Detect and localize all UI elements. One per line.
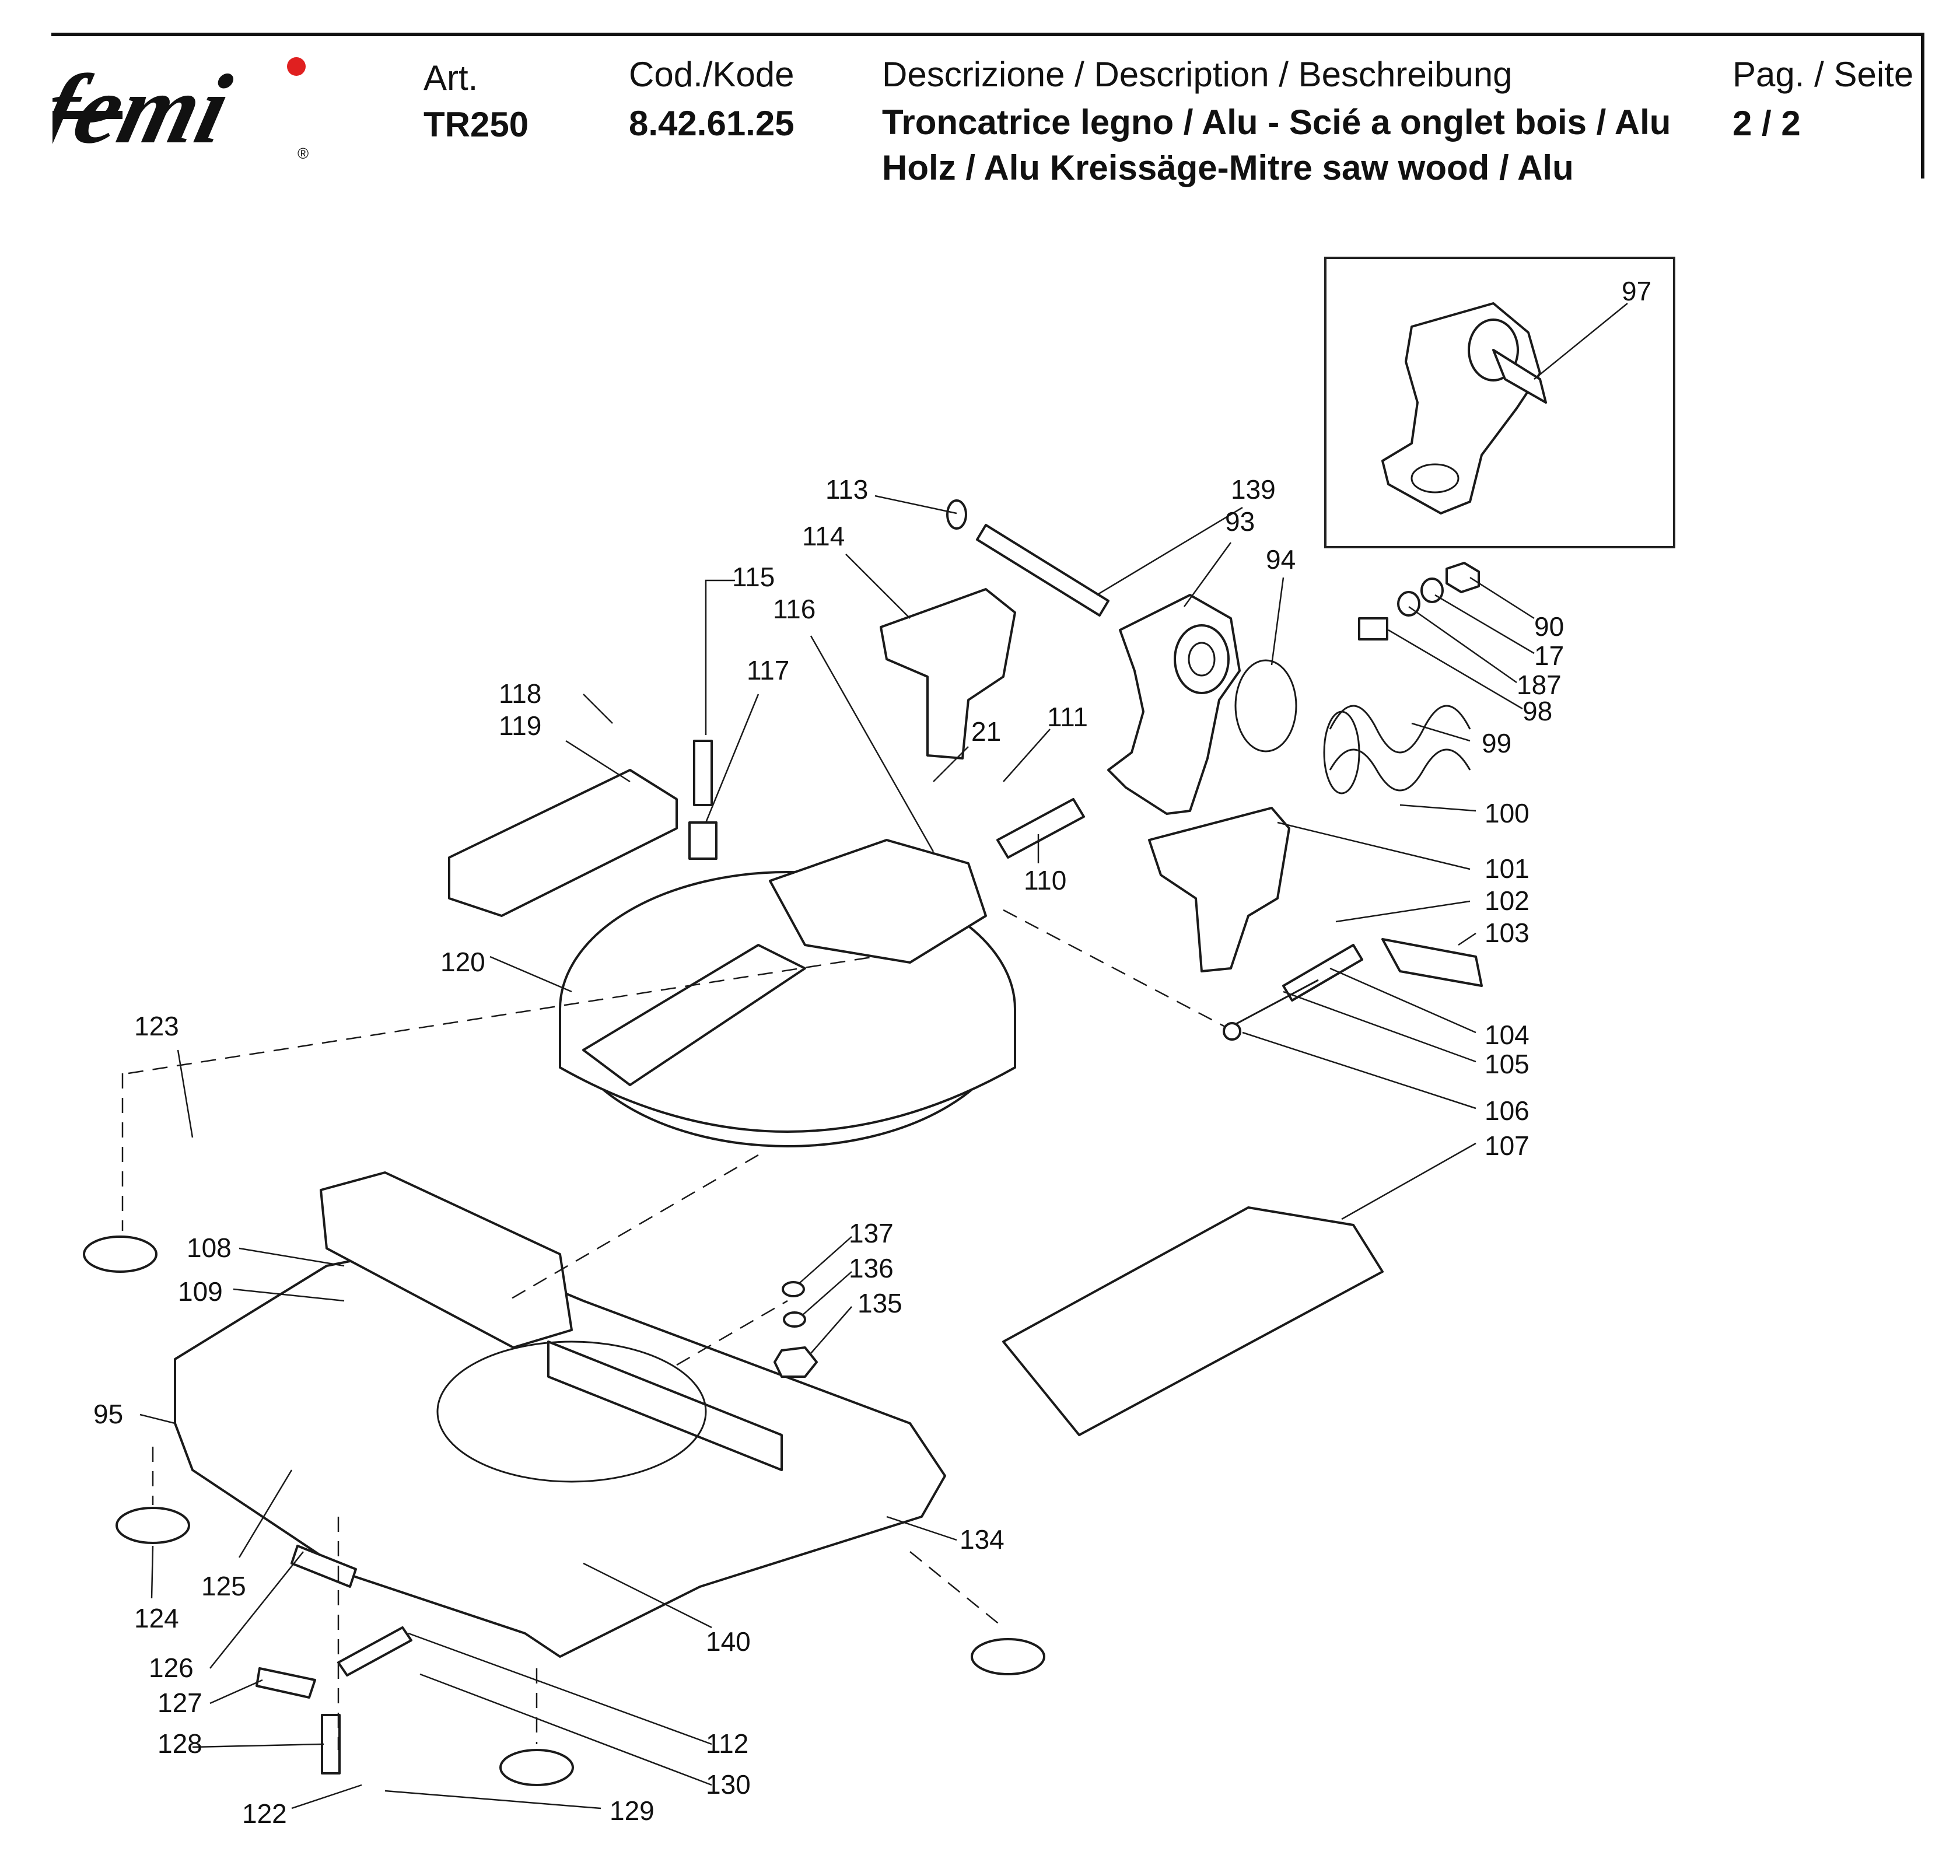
callout-125: 125 xyxy=(201,1571,246,1601)
logo-wordmark: femi xyxy=(52,55,240,160)
callout-129: 129 xyxy=(610,1796,654,1826)
logo-dot-icon xyxy=(287,57,306,76)
art-value: TR250 xyxy=(424,105,529,144)
callout-103: 103 xyxy=(1485,918,1530,948)
part-17-washer xyxy=(1420,578,1444,603)
callout-130: 130 xyxy=(706,1769,751,1800)
header-rule xyxy=(51,33,1924,36)
callout-122: 122 xyxy=(242,1798,287,1829)
callout-119: 119 xyxy=(499,710,541,741)
code-value: 8.42.61.25 xyxy=(629,104,794,143)
callout-17: 17 xyxy=(1534,640,1564,671)
description-line-1: Troncatrice legno / Alu - Scié a onglet … xyxy=(882,103,1671,142)
callout-139: 139 xyxy=(1231,474,1276,505)
part-139-shaft xyxy=(946,499,1110,617)
part-135-nut xyxy=(774,1346,818,1378)
page-label: Pag. / Seite xyxy=(1732,55,1914,94)
callout-97: 97 xyxy=(1622,276,1651,306)
callout-123: 123 xyxy=(134,1011,179,1041)
part-128-pin xyxy=(321,1714,341,1774)
part-127-knob xyxy=(256,1667,316,1699)
part-114-plate xyxy=(880,588,1016,760)
callout-117: 117 xyxy=(747,655,789,685)
callout-105: 105 xyxy=(1485,1049,1530,1079)
callout-90: 90 xyxy=(1534,611,1564,642)
part-106-nut xyxy=(1223,1022,1241,1041)
callout-116: 116 xyxy=(773,594,816,624)
part-136-washer xyxy=(783,1311,806,1328)
callout-102: 102 xyxy=(1485,886,1530,916)
part-117-sleeve xyxy=(688,821,718,860)
part-94-ring xyxy=(1234,659,1297,752)
part-101-plate xyxy=(1148,807,1290,972)
part-119-fence xyxy=(448,769,678,917)
callout-140: 140 xyxy=(706,1626,751,1657)
callout-115: 115 xyxy=(732,562,775,592)
callout-99: 99 xyxy=(1482,728,1511,758)
part-97-bracket xyxy=(1381,302,1547,514)
callout-93: 93 xyxy=(1225,506,1255,537)
part-90-nut xyxy=(1446,562,1480,593)
callout-137: 137 xyxy=(849,1218,894,1248)
art-label: Art. xyxy=(424,58,478,97)
callout-95: 95 xyxy=(93,1399,123,1429)
svg-text:®: ® xyxy=(298,145,309,160)
callout-108: 108 xyxy=(187,1233,232,1263)
callout-136: 136 xyxy=(849,1253,894,1283)
callout-134: 134 xyxy=(960,1524,1005,1555)
part-107-tray xyxy=(1002,1206,1384,1436)
part-137-washer xyxy=(782,1281,805,1297)
callout-94: 94 xyxy=(1266,544,1296,575)
callout-98: 98 xyxy=(1522,696,1552,726)
callout-135: 135 xyxy=(858,1288,902,1318)
callout-101: 101 xyxy=(1485,853,1530,884)
callout-111: 111 xyxy=(1047,702,1088,732)
callout-106: 106 xyxy=(1485,1096,1530,1126)
callout-124: 124 xyxy=(134,1603,179,1633)
callout-109: 109 xyxy=(178,1276,223,1307)
callout-114: 114 xyxy=(802,521,845,551)
callout-113: 113 xyxy=(825,474,868,505)
inset-box-part-97 xyxy=(1324,257,1675,548)
callout-120: 120 xyxy=(440,947,485,977)
part-93-bracket xyxy=(1107,594,1241,815)
part-99-spring xyxy=(1323,705,1471,794)
part-103-handle xyxy=(1381,938,1483,987)
callout-110: 110 xyxy=(1024,865,1066,895)
callout-118: 118 xyxy=(499,678,541,709)
part-120-turntable xyxy=(559,839,1016,1147)
callout-100: 100 xyxy=(1485,798,1530,828)
callout-107: 107 xyxy=(1485,1130,1530,1161)
description-label: Descrizione / Description / Beschreibung xyxy=(882,55,1513,94)
part-126-latch xyxy=(290,1545,357,1588)
part-98-bushing xyxy=(1358,617,1388,640)
femi-logo: femi ® xyxy=(52,55,309,160)
callout-21: 21 xyxy=(971,716,1001,747)
part-95-base xyxy=(174,1171,946,1658)
callout-187: 187 xyxy=(1517,670,1562,700)
part-110-pin xyxy=(996,798,1085,859)
rubber-feet xyxy=(83,1236,1045,1786)
code-label: Cod./Kode xyxy=(629,55,794,94)
description-line-2: Holz / Alu Kreissäge-Mitre saw wood / Al… xyxy=(882,148,1574,187)
callout-104: 104 xyxy=(1485,1020,1530,1050)
part-112-lever xyxy=(337,1626,412,1676)
page-value: 2 / 2 xyxy=(1732,104,1801,143)
part-105-rod xyxy=(1230,979,1319,1028)
callout-112: 112 xyxy=(706,1728,748,1759)
callout-126: 126 xyxy=(149,1653,194,1683)
header-right-rule xyxy=(1921,33,1924,178)
callout-128: 128 xyxy=(158,1728,202,1759)
callout-127: 127 xyxy=(158,1688,202,1718)
part-115-bolt xyxy=(693,740,713,806)
